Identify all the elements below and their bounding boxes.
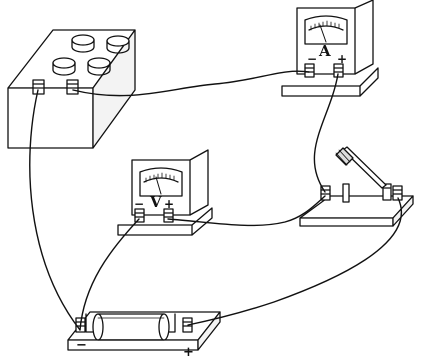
knob [52, 57, 76, 76]
wire [167, 195, 326, 227]
wires [29, 70, 402, 331]
voltmeter-label: V [149, 193, 162, 211]
ammeter-positive-sign: + [337, 52, 347, 66]
terminal [392, 185, 403, 201]
voltmeter [117, 149, 213, 236]
knob [71, 34, 95, 53]
power-supply-box [7, 29, 136, 149]
terminal [320, 185, 331, 201]
voltmeter-positive-sign: + [164, 197, 174, 211]
wire [79, 218, 140, 331]
ammeter-negative-sign: − [307, 52, 317, 66]
knife-switch [299, 146, 414, 227]
resistor-board [67, 311, 221, 351]
wire [29, 89, 81, 331]
battery-negative-sign: − [76, 338, 87, 353]
ammeter-label: A [318, 42, 331, 60]
wire [72, 70, 310, 97]
terminal [134, 208, 145, 223]
wire [187, 197, 402, 326]
ammeter [281, 0, 379, 97]
terminal [333, 63, 344, 78]
terminal [66, 79, 79, 95]
knob [106, 35, 130, 54]
battery-positive-sign: + [183, 345, 194, 359]
voltmeter-negative-sign: − [134, 197, 144, 211]
wire [313, 73, 339, 193]
knob [87, 57, 111, 76]
terminal [32, 79, 45, 95]
terminal [163, 208, 174, 223]
